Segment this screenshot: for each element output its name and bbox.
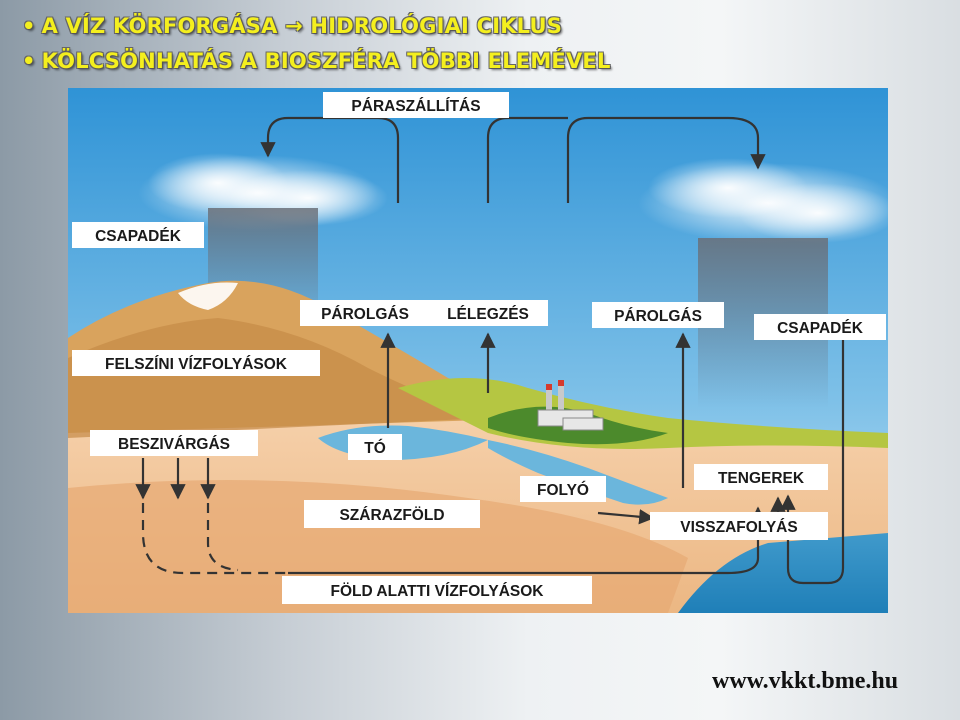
title-line-1-right: HIDROLÓGIAI CIKLUS — [310, 14, 563, 38]
svg-text:VISSZAFOLYÁS: VISSZAFOLYÁS — [680, 519, 797, 536]
factory-icon — [537, 380, 604, 431]
mountain-layer — [68, 318, 488, 438]
groundwater-paths — [141, 503, 766, 575]
title-line-1-left: A VÍZ KÖRFORGÁSA — [41, 14, 278, 38]
label-felszini: FELSZÍNI VÍZFOLYÁSOK — [72, 350, 320, 376]
svg-text:SZÁRAZFÖLD: SZÁRAZFÖLD — [339, 507, 444, 524]
right-arrow-icon: → — [285, 14, 303, 38]
svg-text:PÁROLGÁS: PÁROLGÁS — [614, 308, 702, 325]
svg-text:FÖLD ALATTI VÍZFOLYÁSOK: FÖLD ALATTI VÍZFOLYÁSOK — [331, 583, 545, 600]
label-paraszallitas: PÁRASZÁLLÍTÁS — [323, 92, 509, 118]
river — [488, 440, 668, 505]
label-tengerek: TENGEREK — [694, 464, 828, 490]
label-visszafolyas: VISSZAFOLYÁS — [650, 512, 828, 540]
svg-text:PÁRASZÁLLÍTÁS: PÁRASZÁLLÍTÁS — [351, 98, 480, 115]
svg-text:FOLYÓ: FOLYÓ — [537, 481, 589, 499]
svg-text:TENGEREK: TENGEREK — [718, 470, 805, 487]
title-line-1: •A VÍZ KÖRFORGÁSA → HIDROLÓGIAI CIKLUS — [22, 14, 562, 38]
bullet-icon: • — [22, 49, 36, 73]
svg-text:PÁROLGÁS: PÁROLGÁS — [321, 306, 409, 323]
svg-text:FELSZÍNI VÍZFOLYÁSOK: FELSZÍNI VÍZFOLYÁSOK — [105, 356, 288, 373]
evaporation-arrows — [380, 332, 691, 488]
label-szarazfold: SZÁRAZFÖLD — [304, 500, 480, 528]
bullet-icon: • — [22, 14, 36, 38]
label-to: TÓ — [348, 434, 402, 460]
label-legzes: LÉLEGZÉS — [428, 300, 548, 326]
label-csapadek-left: CSAPADÉK — [72, 222, 204, 248]
snow-cap — [178, 282, 238, 310]
water-cycle-diagram: PÁRASZÁLLÍTÁS CSAPADÉK PÁROLGÁS LÉLEGZÉS… — [68, 88, 888, 613]
svg-text:TÓ: TÓ — [364, 439, 386, 457]
label-folyo: FOLYÓ — [520, 476, 606, 502]
infiltration-arrows — [135, 458, 216, 500]
title-line-2: •KÖLCSÖNHATÁS A BIOSZFÉRA TÖBBI ELEMÉVEL — [22, 49, 611, 73]
label-parolgas-left: PÁROLGÁS — [300, 300, 430, 326]
svg-text:CSAPADÉK: CSAPADÉK — [95, 228, 182, 245]
svg-text:LÉLEGZÉS: LÉLEGZÉS — [447, 306, 529, 323]
label-beszivargas: BESZIVÁRGÁS — [90, 430, 258, 456]
precipitation-arrow — [780, 340, 845, 585]
label-parolgas-right: PÁROLGÁS — [592, 302, 724, 328]
label-fold-alatti: FÖLD ALATTI VÍZFOLYÁSOK — [282, 576, 592, 604]
footer-url: www.vkkt.bme.hu — [712, 668, 899, 694]
label-csapadek-right: CSAPADÉK — [754, 314, 886, 340]
cloud-right — [638, 158, 888, 243]
title-line-2-text: KÖLCSÖNHATÁS A BIOSZFÉRA TÖBBI ELEMÉVEL — [41, 49, 611, 73]
svg-text:CSAPADÉK: CSAPADÉK — [777, 320, 864, 337]
svg-text:BESZIVÁRGÁS: BESZIVÁRGÁS — [118, 436, 230, 453]
